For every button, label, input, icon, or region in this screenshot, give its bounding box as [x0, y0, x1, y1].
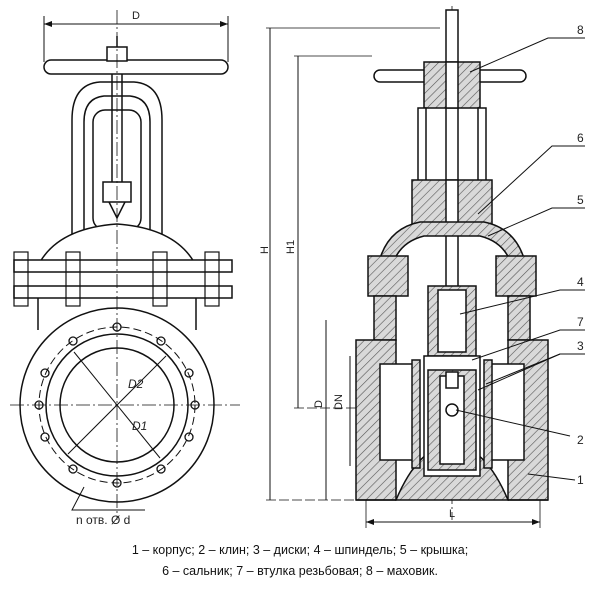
callout-2: 2 [577, 433, 584, 447]
callout-3: 3 [577, 339, 584, 353]
legend-line-1: 1 – корпус; 2 – клин; 3 – диски; 4 – шпи… [131, 543, 469, 557]
dim-h1: H1 [285, 240, 297, 254]
holes-note: n отв. Ø d [76, 513, 130, 527]
front-dim-top: D [132, 10, 140, 22]
dim-l: L [449, 508, 455, 520]
callout-4: 4 [577, 275, 584, 289]
front-dim-d1: D1 [132, 419, 147, 433]
dim-dn: DN [333, 394, 345, 410]
dim-d: D [313, 400, 325, 408]
front-view [10, 10, 240, 520]
callout-7: 7 [577, 315, 584, 329]
legend-line-2: 6 – сальник; 7 – втулка резьбовая; 8 – м… [162, 564, 438, 578]
callout-1: 1 [577, 473, 584, 487]
callout-5: 5 [577, 193, 584, 207]
front-dim-d2: D2 [128, 377, 144, 391]
dim-h: H [259, 246, 271, 254]
section-view [266, 6, 585, 528]
callout-6: 6 [577, 131, 584, 145]
callout-8: 8 [577, 23, 584, 37]
